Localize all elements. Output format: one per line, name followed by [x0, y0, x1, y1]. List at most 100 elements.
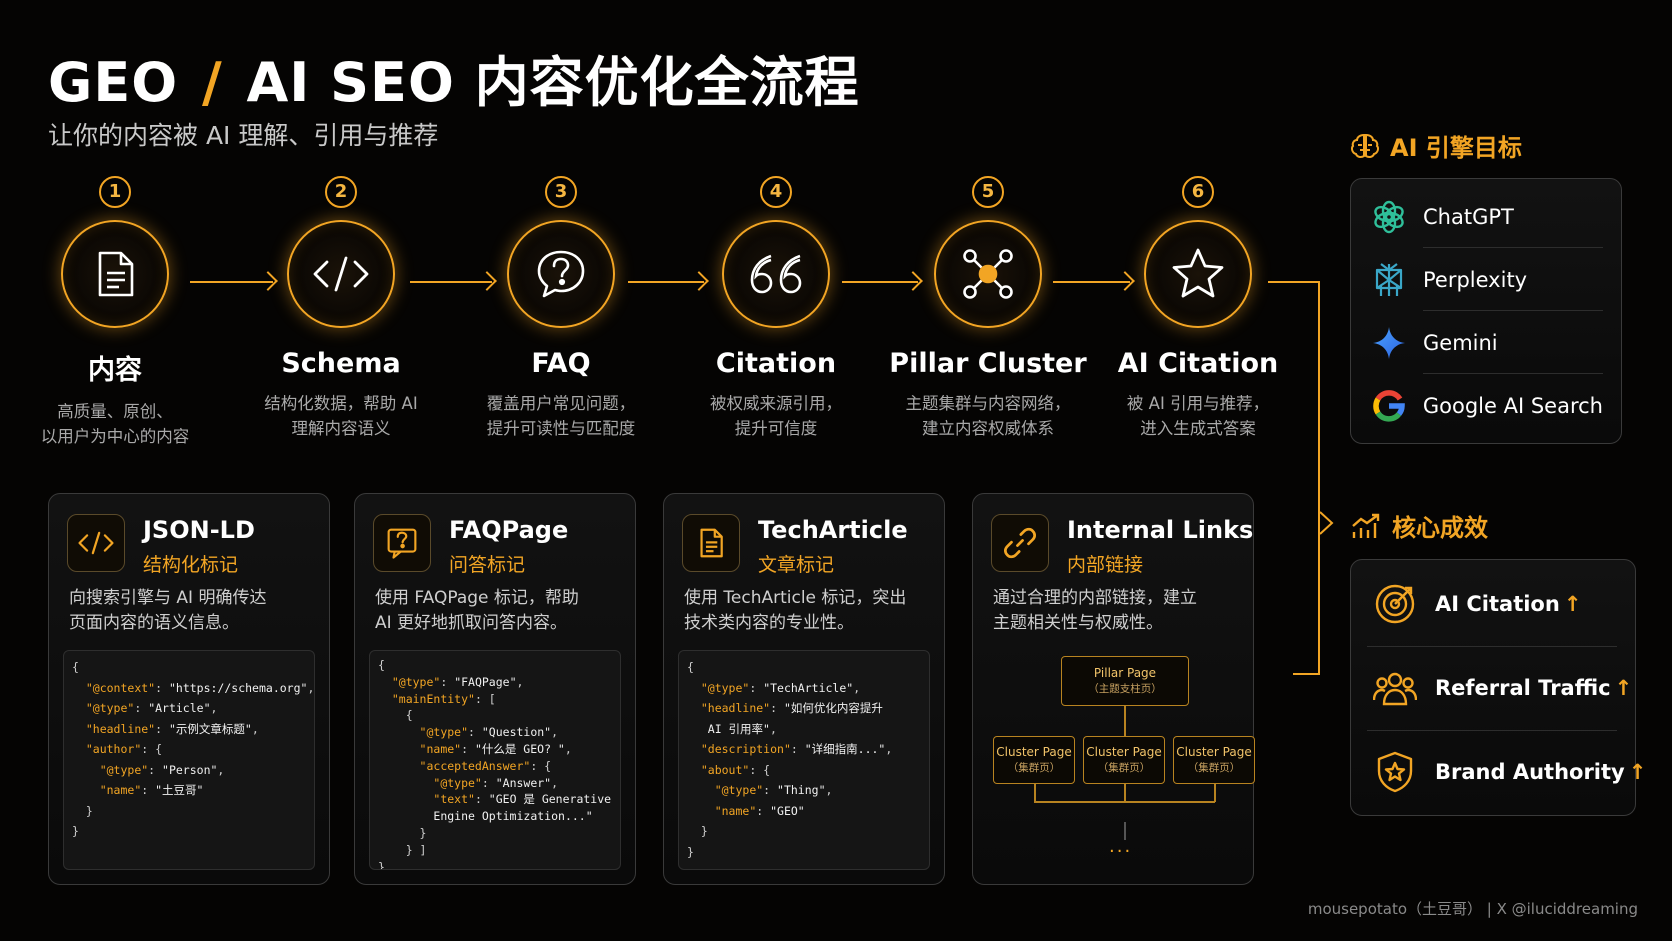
chatgpt-icon	[1371, 199, 1407, 235]
engines-panel: ChatGPT Perplexity Gemini	[1350, 178, 1622, 444]
tree-line	[1124, 706, 1126, 736]
engine-label: ChatGPT	[1423, 205, 1514, 229]
pillar-page-box: Pillar Page（主题支柱页）	[1061, 656, 1189, 706]
page-subtitle: 让你的内容被 AI 理解、引用与推荐	[48, 121, 439, 150]
card-internal-links: Internal Links 内部链接 通过合理的内部链接，建立主题相关性与权威…	[972, 493, 1255, 885]
step-faq: 3 FAQ 覆盖用户常见问题，提升可读性与匹配度	[446, 176, 676, 441]
page-title: GEO / AI SEO 内容优化全流程	[48, 38, 860, 117]
effects-panel: AI Citation↑ Referral Traffic↑ Brand Aut…	[1350, 559, 1646, 816]
step-pillar-cluster: 5 Pillar Cluster 主题集群与内容网络，建立内容权威体系	[873, 176, 1103, 441]
step-desc: 被权威来源引用，提升可信度	[710, 394, 842, 438]
step-name: Schema	[281, 348, 401, 379]
gemini-icon	[1371, 325, 1407, 361]
card-icon-box	[991, 514, 1049, 572]
card-title: Internal Links	[1067, 516, 1254, 544]
step-number: 4	[760, 176, 792, 208]
engine-item-chatgpt: ChatGPT	[1371, 187, 1603, 247]
step-name: 内容	[88, 355, 142, 386]
card-subtitle: 文章标记	[758, 554, 835, 576]
flow-arrow	[628, 281, 704, 283]
effect-label: AI Citation	[1435, 592, 1560, 616]
card-title: FAQPage	[449, 516, 569, 544]
step-name: Citation	[715, 348, 837, 379]
step-number: 2	[325, 176, 357, 208]
tree-line	[1214, 784, 1216, 802]
code-block: { "@type": "FAQPage", "mainEntity": [ { …	[369, 650, 621, 870]
card-icon-box	[67, 514, 125, 572]
step-number: 1	[99, 176, 131, 208]
engines-heading: AI 引擎目标	[1350, 128, 1522, 163]
perplexity-icon	[1371, 262, 1407, 298]
engine-item-google: Google AI Search	[1371, 376, 1603, 436]
step-name: FAQ	[531, 348, 591, 379]
flow-arrow	[1053, 281, 1130, 283]
engine-label: Gemini	[1423, 331, 1498, 355]
code-block: { "@type": "TechArticle", "headline": "如…	[678, 650, 930, 870]
card-title: TechArticle	[758, 516, 908, 544]
connector-notch	[1320, 511, 1334, 535]
cluster-page-box: Cluster Page（集群页）	[1083, 736, 1165, 784]
step-number: 3	[545, 176, 577, 208]
step-circle	[722, 220, 830, 328]
step-circle	[61, 220, 169, 328]
cluster-page-box: Cluster Page（集群页）	[993, 736, 1075, 784]
engine-label: Google AI Search	[1422, 394, 1603, 418]
cluster-page-box: Cluster Page（集群页）	[1173, 736, 1255, 784]
code-block: { "@context": "https://schema.org", "@ty…	[63, 650, 315, 870]
step-number: 5	[972, 176, 1004, 208]
divider	[1367, 730, 1617, 731]
effect-label: Brand Authority	[1435, 760, 1625, 784]
step-ai-citation: 6 AI Citation 被 AI 引用与推荐，进入生成式答案	[1083, 176, 1313, 441]
engine-label: Perplexity	[1423, 268, 1528, 292]
step-desc: 主题集群与内容网络，建立内容权威体系	[905, 394, 1071, 438]
step-desc: 被 AI 引用与推荐，进入生成式答案	[1126, 394, 1270, 438]
card-icon-box	[373, 514, 431, 572]
effects-heading: 核心成效	[1350, 508, 1488, 543]
card-description: 使用 TechArticle 标记，突出技术类内容的专业性。	[684, 588, 907, 633]
connector-line	[1293, 673, 1320, 675]
tree-line	[1124, 784, 1126, 802]
flow-arrow	[190, 281, 273, 283]
divider	[1423, 310, 1603, 311]
step-citation: 4 Citation 被权威来源引用，提升可信度	[661, 176, 891, 441]
title-slash: /	[201, 51, 223, 114]
connector-line	[1268, 281, 1320, 283]
step-desc: 高质量、原创、以用户为中心的内容	[40, 402, 190, 446]
effect-label: Referral Traffic	[1435, 676, 1611, 700]
google-icon	[1371, 388, 1407, 424]
card-subtitle: 结构化标记	[143, 554, 239, 576]
effect-item-brand-authority: Brand Authority↑	[1373, 732, 1646, 812]
step-name: AI Citation	[1117, 348, 1279, 379]
users-icon	[1373, 672, 1417, 706]
step-circle	[287, 220, 395, 328]
card-title: JSON-LD	[143, 516, 255, 544]
target-icon	[1375, 584, 1415, 624]
step-desc: 覆盖用户常见问题，提升可读性与匹配度	[486, 394, 636, 438]
step-name: Pillar Cluster	[889, 348, 1087, 379]
card-subtitle: 问答标记	[449, 554, 526, 576]
divider	[1423, 373, 1603, 374]
tree-line	[1034, 801, 1215, 803]
brain-icon	[1351, 133, 1379, 158]
divider	[1423, 247, 1603, 248]
card-description: 通过合理的内部链接，建立主题相关性与权威性。	[993, 588, 1197, 633]
engine-item-gemini: Gemini	[1371, 313, 1603, 373]
connector-line	[1318, 281, 1320, 675]
code-icon	[313, 256, 369, 292]
network-icon	[963, 249, 1013, 299]
up-arrow-icon: ↑	[1563, 592, 1582, 616]
effect-item-referral-traffic: Referral Traffic↑	[1373, 648, 1632, 728]
question-bubble-icon	[387, 528, 417, 559]
tree-line	[1124, 822, 1126, 840]
more-ellipsis: ...	[1109, 836, 1133, 857]
document-icon	[700, 528, 723, 558]
up-arrow-icon: ↑	[1628, 760, 1647, 784]
up-arrow-icon: ↑	[1614, 676, 1633, 700]
card-description: 向搜索引擎与 AI 明确传达页面内容的语义信息。	[69, 588, 267, 633]
shield-star-icon	[1377, 751, 1413, 793]
title-geo: GEO	[48, 51, 179, 114]
quote-icon	[750, 254, 802, 294]
